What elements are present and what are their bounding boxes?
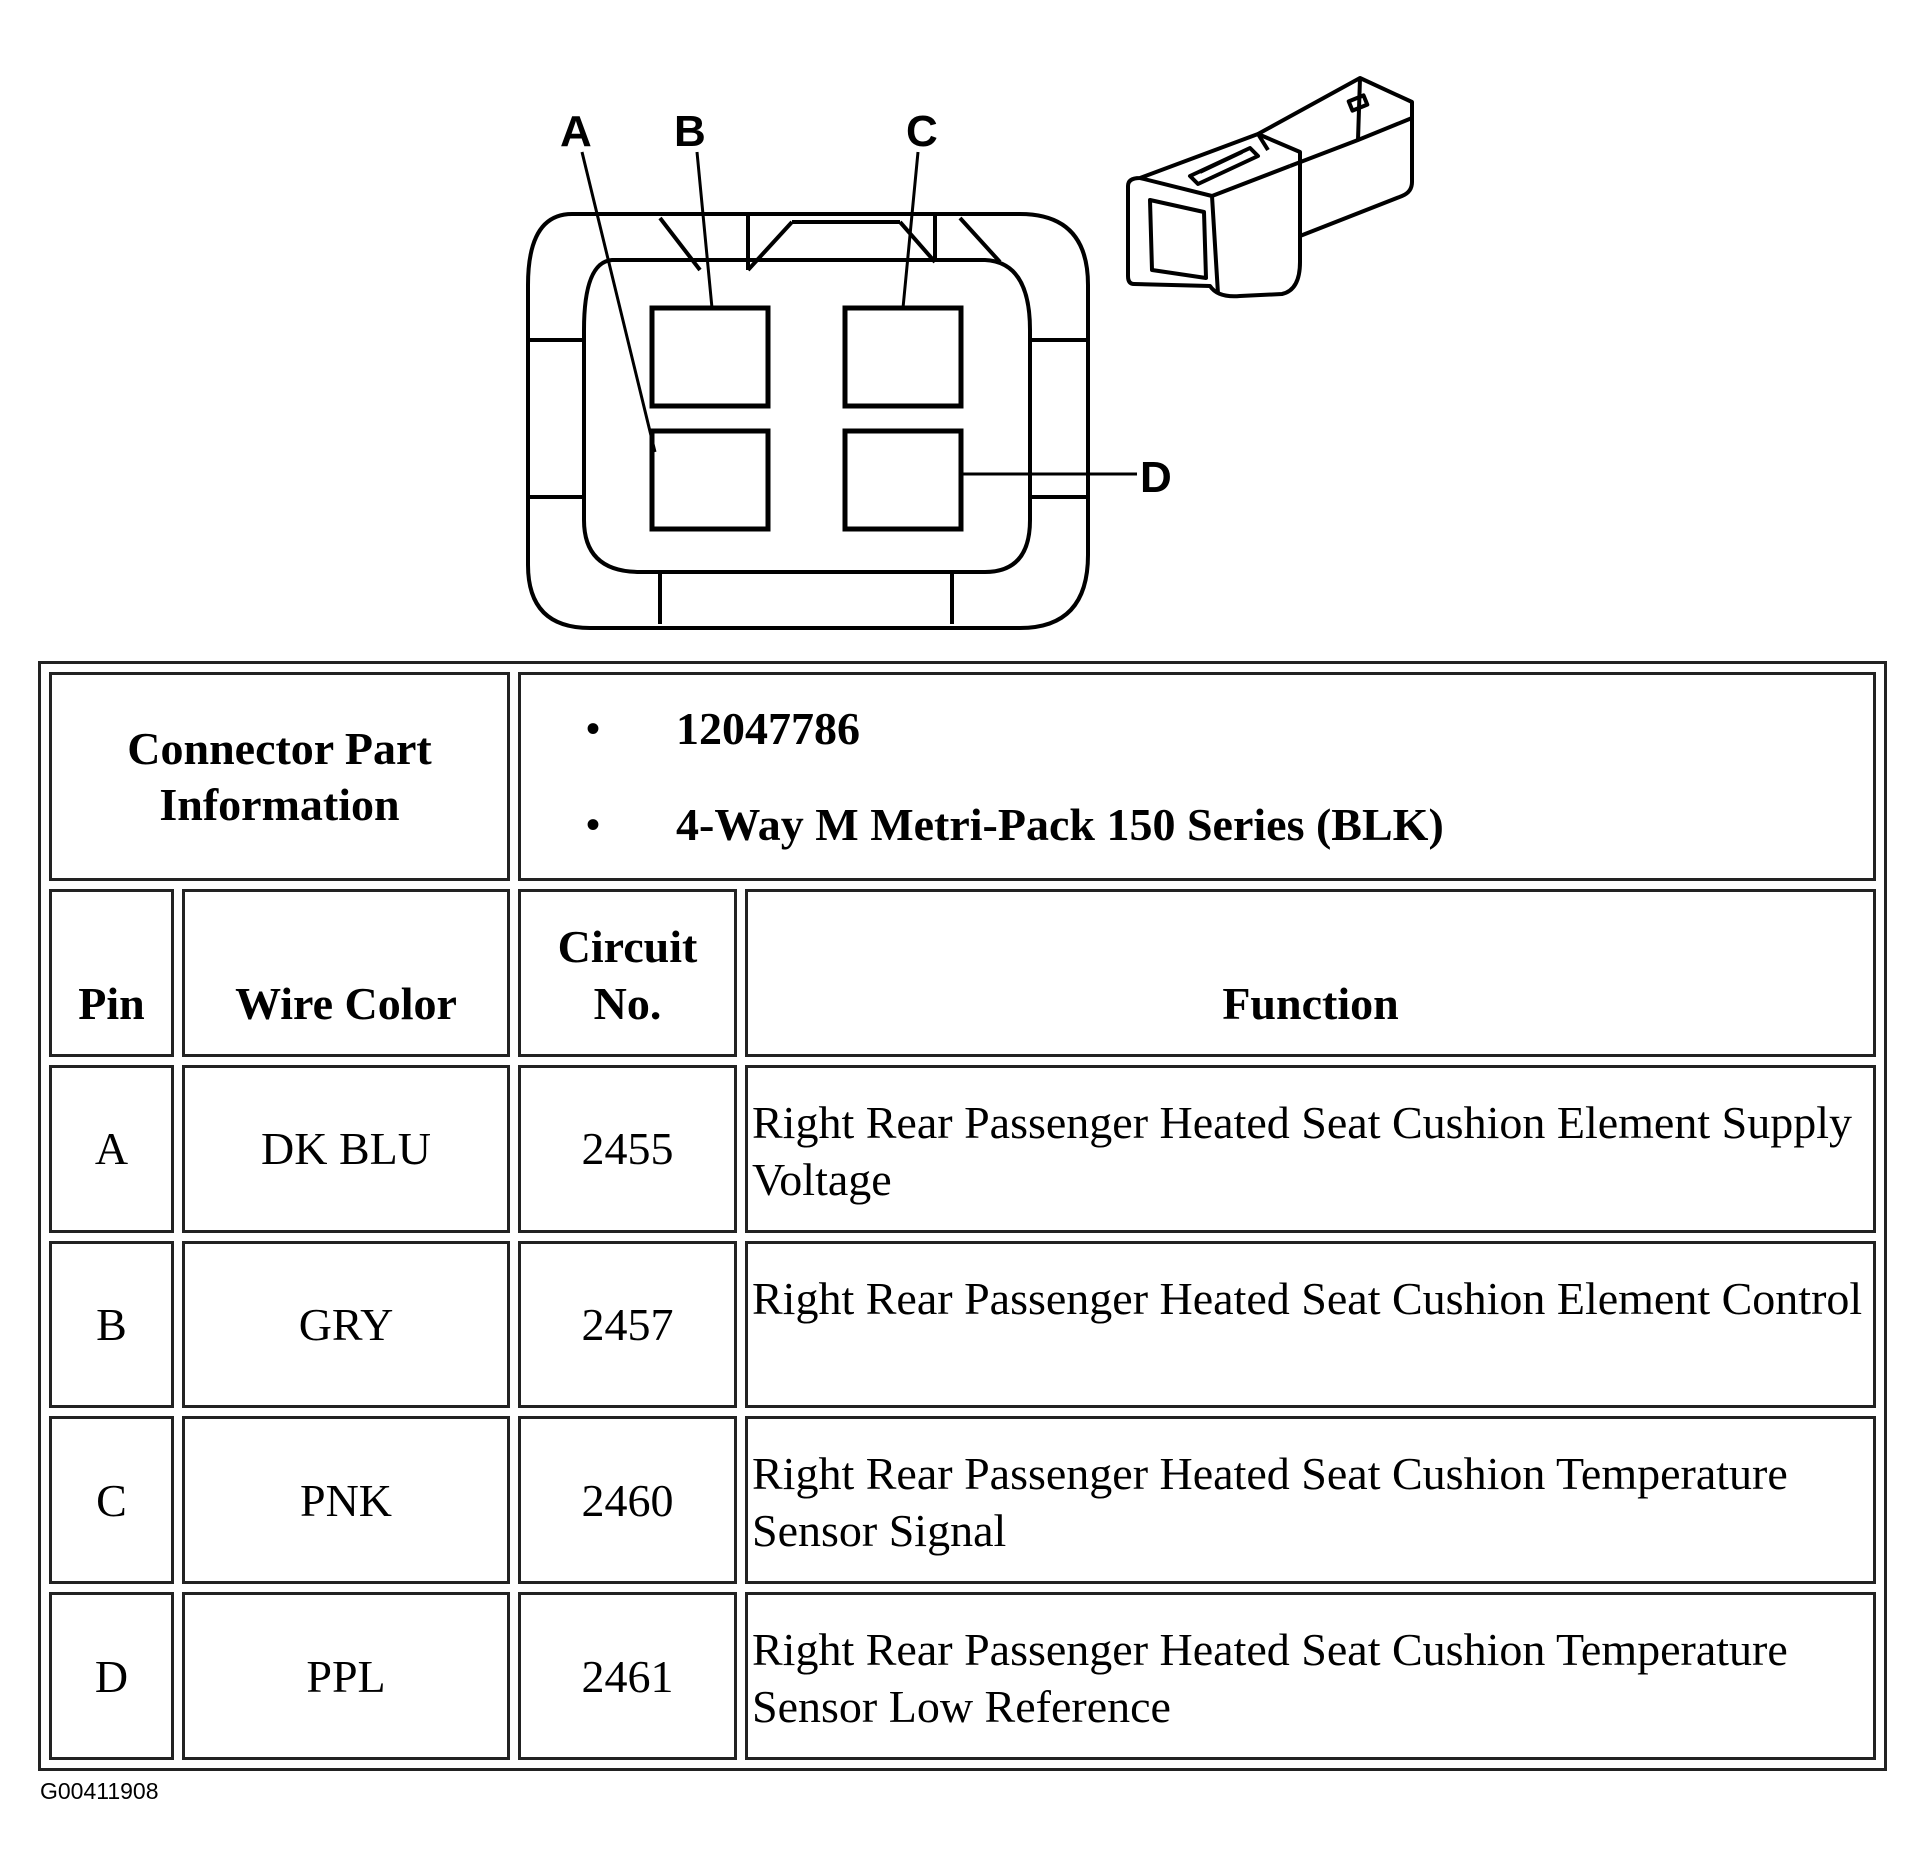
connector-corner-tabs xyxy=(530,216,1086,624)
table-row: C PNK 2460 Right Rear Passenger Heated S… xyxy=(49,1416,1876,1585)
connector-pinout-table: Connector Part Information 12047786 4-Wa… xyxy=(38,661,1887,1771)
connector-latch-window xyxy=(1346,93,1370,113)
circuit-cell: 2457 xyxy=(518,1240,737,1409)
wire-color-cell: DK BLU xyxy=(182,1064,510,1233)
pin-cavity-d xyxy=(842,428,964,532)
pin-cavity-a xyxy=(649,428,771,532)
header-wire-color: Wire Color xyxy=(182,889,510,1057)
pin-cell: B xyxy=(49,1240,174,1409)
header-circuit: Circuit No. xyxy=(518,889,737,1057)
pin-cavity-b xyxy=(649,305,771,409)
table-row: D PPL 2461 Right Rear Passenger Heated S… xyxy=(49,1592,1876,1760)
connector-mating-face xyxy=(1148,198,1208,280)
connector-inner-shell xyxy=(582,258,1032,574)
pin-cell: A xyxy=(49,1064,174,1233)
table-row: B GRY 2457 Right Rear Passenger Heated S… xyxy=(49,1240,1876,1409)
connector-description: 4-Way M Metri-Pack 150 Series (BLK) xyxy=(586,797,1873,853)
wire-color-cell: PPL xyxy=(182,1592,510,1760)
circuit-cell: 2460 xyxy=(518,1416,737,1585)
connector-info-row: Connector Part Information 12047786 4-Wa… xyxy=(49,672,1876,882)
connector-body-top xyxy=(1139,132,1291,295)
pin-label-c: C xyxy=(906,107,938,156)
function-cell: Right Rear Passenger Heated Seat Cushion… xyxy=(745,1416,1876,1585)
connector-rear-body xyxy=(1289,116,1414,238)
connector-3d-view xyxy=(1126,76,1414,299)
pin-cell: C xyxy=(49,1416,174,1585)
connector-diagram: A B C D xyxy=(526,76,1414,630)
wire-color-cell: PNK xyxy=(182,1416,510,1585)
connector-top-latch xyxy=(746,214,937,272)
connector-info-label: Connector Part Information xyxy=(127,722,432,830)
pin-cell: D xyxy=(49,1592,174,1760)
table-row: A DK BLU 2455 Right Rear Passenger Heate… xyxy=(49,1064,1876,1233)
pin-label-b: B xyxy=(674,107,706,156)
table-header-row: Pin Wire Color Circuit No. Function xyxy=(49,889,1876,1057)
wire-color-cell: GRY xyxy=(182,1240,510,1409)
connector-rear-top xyxy=(1257,76,1414,141)
connector-body-outline xyxy=(1126,132,1302,299)
connector-latch-arm xyxy=(1188,146,1260,186)
connector-info-value-cell: 12047786 4-Way M Metri-Pack 150 Series (… xyxy=(518,672,1876,882)
circuit-cell: 2461 xyxy=(518,1592,737,1760)
figure-code: G00411908 xyxy=(40,1778,159,1804)
header-pin: Pin xyxy=(49,889,174,1057)
connector-outer-shell xyxy=(526,212,1090,630)
callout-leader-lines xyxy=(580,151,1137,476)
function-cell: Right Rear Passenger Heated Seat Cushion… xyxy=(745,1592,1876,1760)
connector-face-view xyxy=(526,151,1137,630)
pin-label-a: A xyxy=(560,107,592,156)
connector-info-list: 12047786 4-Way M Metri-Pack 150 Series (… xyxy=(521,701,1873,853)
circuit-cell: 2455 xyxy=(518,1064,737,1233)
pin-cavity-c xyxy=(842,305,964,409)
function-cell: Right Rear Passenger Heated Seat Cushion… xyxy=(745,1240,1876,1409)
connector-info-label-cell: Connector Part Information xyxy=(49,672,510,882)
connector-part-number: 12047786 xyxy=(586,701,1873,757)
function-cell: Right Rear Passenger Heated Seat Cushion… xyxy=(745,1064,1876,1233)
pin-label-d: D xyxy=(1140,453,1172,502)
header-function: Function xyxy=(745,889,1876,1057)
